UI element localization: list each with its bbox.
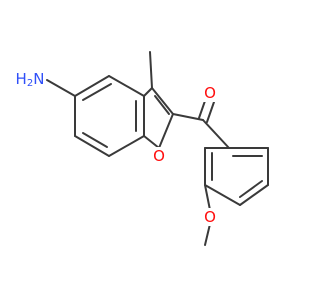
double-bond-inner — [82, 132, 108, 148]
bond — [202, 119, 230, 149]
amine-label: H2N — [14, 69, 46, 89]
methoxy-bond — [204, 184, 211, 211]
bond — [74, 75, 110, 97]
bond — [239, 184, 269, 206]
label-background — [202, 208, 218, 226]
double-bond-inner — [82, 83, 112, 101]
methoxy-oxygen-text: O — [204, 208, 216, 226]
carbonyl-oxygen-text: O — [204, 84, 216, 102]
bond — [108, 75, 145, 97]
benzofuran-ketone-structure: H2N O O O — [14, 51, 269, 246]
double-bond-inner — [239, 180, 263, 198]
ring-oxygen-text: O — [153, 147, 165, 165]
label-background — [202, 84, 218, 102]
carbonyl-oxygen-label: O — [202, 84, 218, 102]
furan-ring — [143, 87, 174, 149]
bond — [151, 87, 174, 115]
carbonyl-double-bond — [206, 101, 215, 123]
double-bond-inner — [154, 95, 170, 115]
bond — [204, 184, 241, 206]
methoxyphenyl-ring — [202, 119, 269, 206]
benzofuran-benzene-ring — [74, 75, 145, 157]
amine-bond — [46, 79, 76, 97]
ring-oxygen-label: O — [151, 147, 167, 165]
bond — [143, 135, 160, 149]
methyl-bond — [149, 51, 153, 89]
bond — [172, 113, 204, 121]
bond — [108, 135, 145, 157]
amine-label-text: H2N — [16, 70, 45, 89]
methoxy-oxygen-label: O — [202, 208, 218, 226]
label-background — [151, 147, 167, 165]
label-background — [14, 69, 46, 89]
bond — [74, 135, 110, 157]
methoxy-bond — [204, 223, 211, 246]
bond — [143, 87, 153, 97]
bond — [158, 113, 174, 149]
